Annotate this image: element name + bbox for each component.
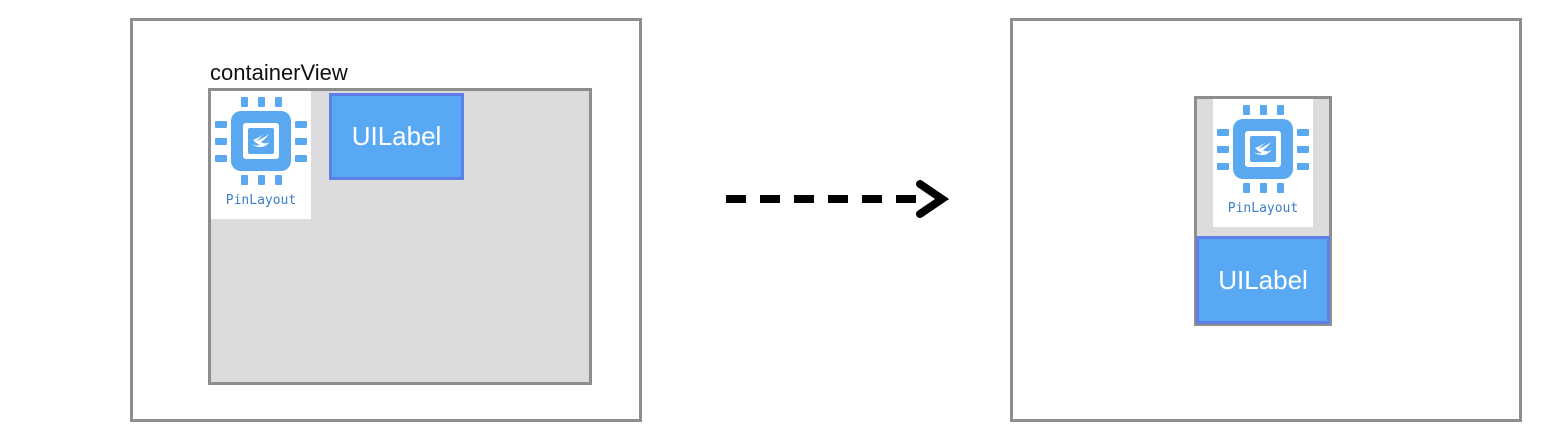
- pinlayout-logo-text: PinLayout: [225, 193, 297, 208]
- pinlayout-chip-icon: [211, 91, 311, 191]
- pinlayout-chip-icon-after: [1213, 99, 1313, 199]
- pinlayout-logo-after: PinLayout: [1213, 99, 1313, 227]
- uilabel-after: UILabel: [1196, 236, 1330, 324]
- dashed-arrow-icon: [720, 176, 952, 227]
- pinlayout-logo: PinLayout: [211, 91, 311, 219]
- uilabel-before: UILabel: [329, 93, 464, 180]
- pinlayout-logo-text-after: PinLayout: [1227, 201, 1299, 216]
- container-view-label: containerView: [210, 60, 348, 85]
